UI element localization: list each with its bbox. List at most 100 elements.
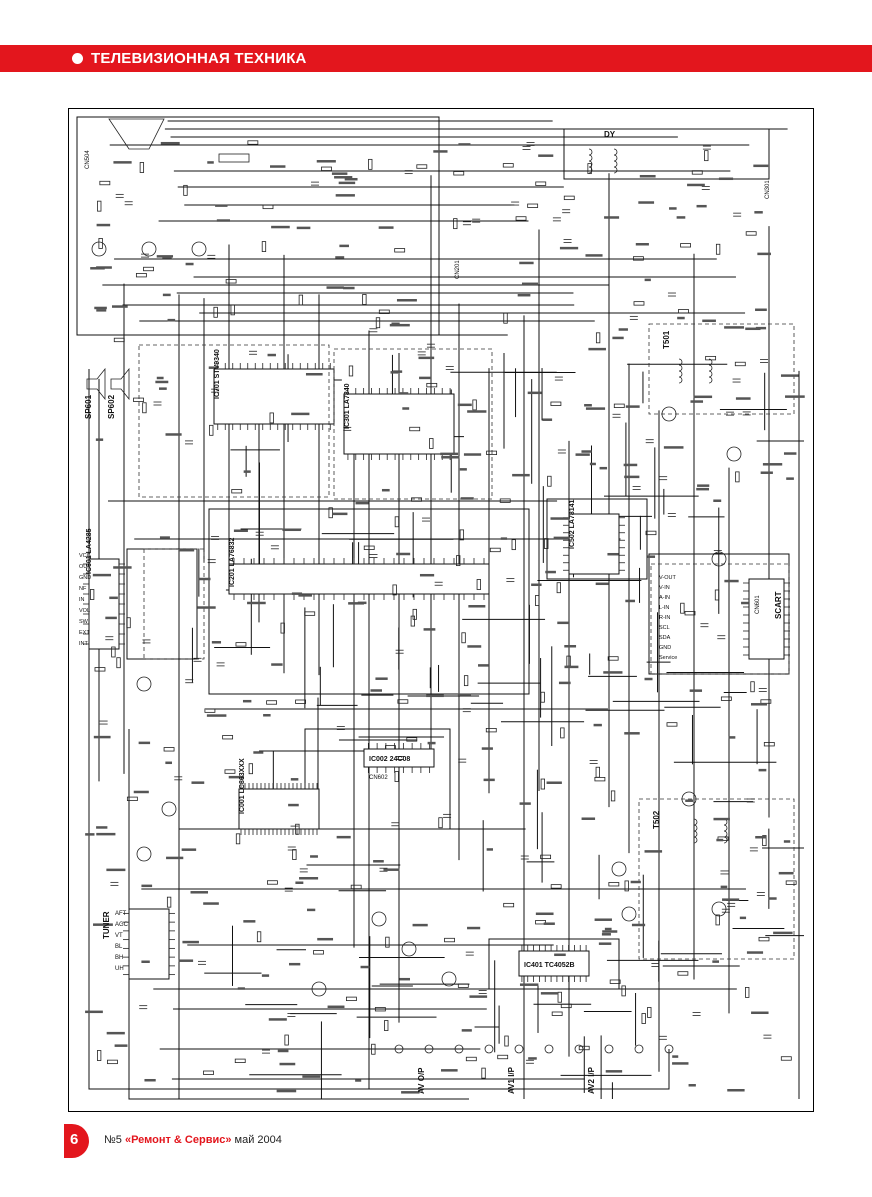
resistor-symbol bbox=[269, 412, 274, 424]
label-mark bbox=[755, 308, 767, 312]
label-mark bbox=[588, 347, 606, 351]
label-mark bbox=[696, 204, 707, 208]
label-mark bbox=[399, 977, 411, 981]
ic401-body bbox=[518, 950, 590, 977]
resistor-symbol bbox=[459, 529, 465, 541]
resistor-symbol bbox=[540, 854, 552, 860]
schematic-label-ic301: IC301 LA7840 bbox=[344, 383, 351, 429]
resistor-symbol bbox=[135, 273, 147, 278]
label-mark bbox=[211, 641, 222, 644]
transistor-symbol bbox=[681, 791, 697, 807]
resistor-symbol bbox=[371, 1043, 376, 1055]
signal-label: L-IN bbox=[659, 605, 669, 611]
mcu-block bbox=[304, 728, 451, 830]
schematic-label-av1: AV1 I/P bbox=[507, 1066, 516, 1094]
label-mark bbox=[605, 1070, 623, 1073]
resistor-symbol bbox=[704, 150, 709, 162]
label-mark bbox=[481, 747, 493, 750]
label-mark bbox=[585, 407, 606, 410]
label-mark bbox=[160, 141, 180, 145]
label-mark bbox=[581, 450, 592, 453]
label-mark bbox=[141, 960, 150, 964]
label-mark bbox=[564, 665, 579, 669]
coil-symbol bbox=[588, 148, 593, 156]
resistor-symbol bbox=[472, 399, 477, 411]
resistor-symbol bbox=[608, 882, 620, 887]
resistor-symbol bbox=[350, 884, 362, 890]
label-mark bbox=[185, 262, 194, 266]
label-mark bbox=[741, 601, 749, 605]
resistor-symbol bbox=[394, 516, 400, 528]
schematic-frame bbox=[68, 108, 814, 1112]
resistor-symbol bbox=[745, 231, 757, 236]
resistor-symbol bbox=[368, 158, 373, 170]
label-mark bbox=[203, 902, 219, 905]
audio-amp-block bbox=[126, 548, 198, 660]
label-mark bbox=[307, 908, 316, 912]
label-mark bbox=[517, 293, 531, 297]
label-mark bbox=[90, 267, 105, 270]
label-mark bbox=[519, 802, 531, 805]
resistor-symbol bbox=[613, 403, 625, 408]
label-mark bbox=[391, 322, 400, 326]
tuner-body bbox=[128, 908, 170, 980]
label-mark bbox=[277, 1049, 289, 1053]
label-mark bbox=[644, 278, 651, 282]
label-mark bbox=[716, 838, 724, 842]
tuner-pin-label: VT bbox=[115, 933, 123, 939]
label-mark bbox=[540, 992, 558, 995]
label-mark bbox=[727, 1088, 745, 1092]
resistor-symbol bbox=[126, 617, 131, 629]
coil-symbol bbox=[708, 364, 713, 372]
resistor-symbol bbox=[213, 306, 218, 318]
label-mark bbox=[739, 916, 747, 920]
coil-symbol bbox=[678, 364, 683, 372]
label-mark bbox=[182, 940, 199, 944]
label-mark bbox=[390, 371, 399, 374]
label-mark bbox=[181, 848, 197, 851]
schematic-label-ic502: IC502 LA78141 bbox=[569, 499, 576, 549]
signal-label: GND bbox=[659, 645, 671, 651]
resistor-symbol bbox=[183, 184, 188, 196]
resistor-symbol bbox=[133, 397, 144, 402]
label-mark bbox=[339, 244, 349, 248]
resistor-symbol bbox=[544, 538, 549, 549]
label-mark bbox=[467, 645, 482, 648]
speaker-icon bbox=[110, 367, 130, 401]
label-mark bbox=[676, 216, 686, 219]
label-mark bbox=[712, 960, 720, 963]
label-mark bbox=[144, 1078, 156, 1082]
resistor-symbol bbox=[607, 656, 619, 661]
signal-label: VOL bbox=[79, 608, 90, 614]
resistor-symbol bbox=[113, 337, 125, 343]
label-mark bbox=[773, 931, 793, 935]
resistor-symbol bbox=[645, 530, 657, 536]
issue-date: май 2004 bbox=[234, 1134, 282, 1146]
tuner-pin-label: AGC bbox=[115, 922, 129, 928]
label-mark bbox=[85, 833, 95, 836]
transistor-symbol bbox=[136, 846, 152, 862]
schematic-label-cn601: CN601 bbox=[755, 595, 761, 614]
shield-flyback bbox=[648, 323, 795, 415]
label-mark bbox=[237, 987, 245, 990]
label-mark bbox=[702, 319, 716, 323]
shield-if bbox=[333, 348, 493, 500]
tuner-pin-label: UH bbox=[115, 966, 124, 972]
label-mark bbox=[276, 1089, 297, 1093]
rca-jack-icon bbox=[634, 1044, 644, 1054]
label-mark bbox=[375, 677, 388, 680]
resistor-symbol bbox=[262, 204, 274, 210]
label-mark bbox=[332, 512, 348, 516]
resistor-symbol bbox=[535, 595, 540, 606]
label-mark bbox=[728, 736, 736, 739]
schematic-label-dy: DY bbox=[604, 130, 616, 139]
label-mark bbox=[228, 775, 244, 779]
coil-symbol bbox=[723, 836, 728, 844]
label-mark bbox=[758, 768, 767, 772]
signal-label: OUT bbox=[79, 564, 91, 570]
resistor-symbol bbox=[394, 771, 399, 782]
signal-label: V-IN bbox=[659, 585, 670, 591]
schematic-label-avop: AV O/P bbox=[417, 1067, 426, 1094]
label-mark bbox=[162, 255, 172, 259]
